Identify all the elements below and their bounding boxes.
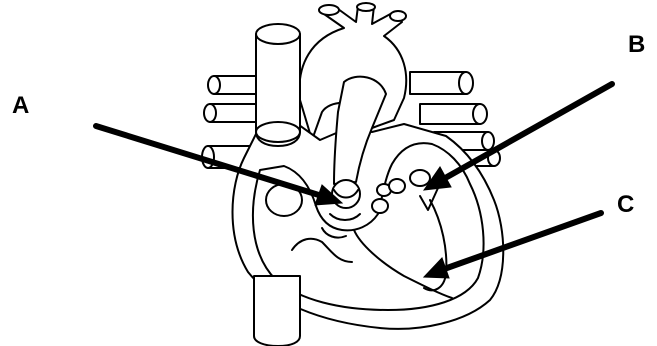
arrow-b-shaft bbox=[447, 84, 612, 177]
label-c: C bbox=[617, 193, 634, 217]
label-b: B bbox=[628, 33, 645, 57]
superior-vena-cava bbox=[256, 24, 300, 146]
label-a: A bbox=[12, 94, 29, 118]
inferior-vena-cava bbox=[254, 276, 300, 346]
